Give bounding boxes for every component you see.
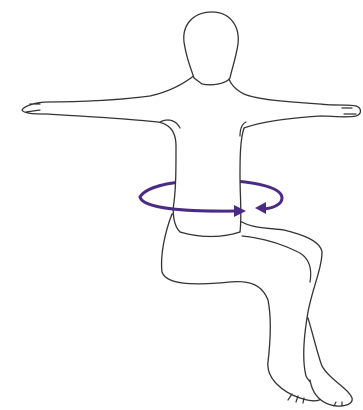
legs — [162, 214, 322, 401]
rotation-ring-right — [264, 198, 282, 209]
head — [184, 12, 238, 85]
rotation-arrowhead-back — [255, 202, 266, 214]
foot-right — [308, 318, 352, 406]
torso-and-arms — [22, 74, 361, 237]
